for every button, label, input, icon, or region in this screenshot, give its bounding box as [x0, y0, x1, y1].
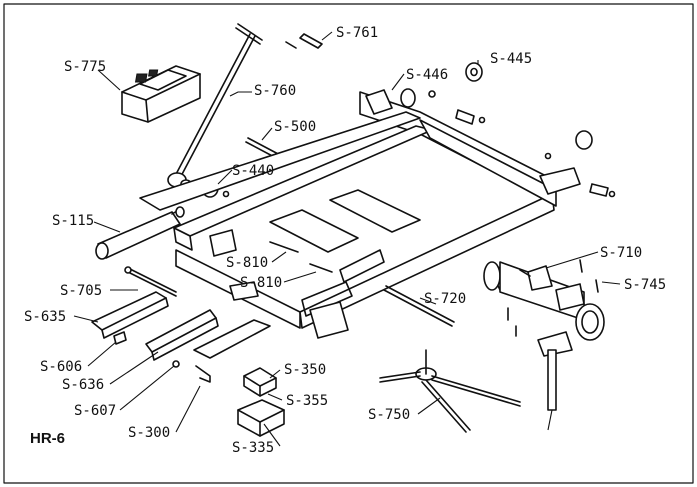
remote-control-box — [121, 65, 201, 123]
pins-s810 — [269, 241, 333, 273]
label-s607: S-607 — [74, 403, 116, 419]
label-s350: S-350 — [284, 362, 326, 378]
label-s445: S-445 — [490, 51, 532, 67]
label-s705: S-705 — [60, 283, 102, 299]
label-s440: S-440 — [232, 163, 274, 179]
track-s635 — [91, 291, 169, 345]
top-hardware — [365, 62, 616, 198]
leader-lines — [73, 31, 621, 447]
block-s350 — [243, 367, 277, 397]
label-s115: S-115 — [52, 213, 94, 229]
pin-s761 — [285, 33, 323, 49]
label-s760: S-760 — [254, 83, 296, 99]
label-s761: S-761 — [336, 25, 378, 41]
track-s636 — [145, 309, 219, 368]
label-s720: S-720 — [424, 291, 466, 307]
pump-assembly — [483, 259, 605, 411]
hydraulic-cylinder — [95, 206, 185, 260]
label-s606: S-606 — [40, 359, 82, 375]
label-s355: S-355 — [286, 393, 328, 409]
rod-s720 — [383, 285, 455, 327]
label-s300: S-300 — [128, 425, 170, 441]
drawing-border — [3, 3, 694, 484]
label-s635: S-635 — [24, 309, 66, 325]
block-s335 — [237, 399, 285, 437]
label-s750: S-750 — [368, 407, 410, 423]
label-s745: S-745 — [624, 277, 666, 293]
label-s335: S-335 — [232, 440, 274, 456]
lift-frame — [139, 91, 581, 339]
model-label: HR-6 — [30, 430, 65, 447]
label-s710: S-710 — [600, 245, 642, 261]
label-s446: S-446 — [406, 67, 448, 83]
label-s500: S-500 — [274, 119, 316, 135]
label-s775: S-775 — [64, 59, 106, 75]
base-stand — [379, 349, 521, 433]
label-s810-lower: S-810 — [240, 275, 282, 291]
plate-s300 — [193, 319, 271, 383]
label-s636: S-636 — [62, 377, 104, 393]
label-s810-upper: S-810 — [226, 255, 268, 271]
rod-s705 — [124, 266, 177, 297]
